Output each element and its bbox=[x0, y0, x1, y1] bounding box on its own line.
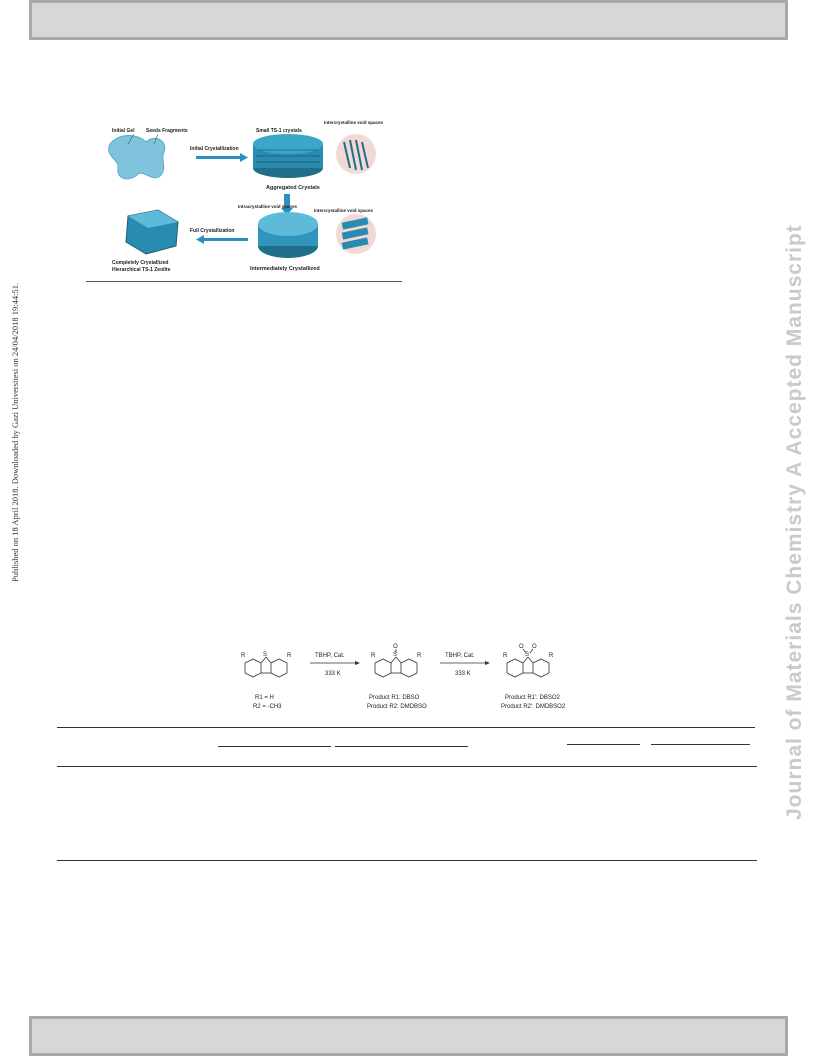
table-group-rule-2 bbox=[335, 746, 468, 747]
svg-text:R: R bbox=[503, 653, 508, 659]
svg-text:S: S bbox=[263, 652, 267, 658]
label-intercrystalline-mid: Intercrystalline void spaces bbox=[314, 208, 374, 213]
publication-stamp: Published on 18 April 2018. Downloaded b… bbox=[10, 282, 20, 582]
arrow2-label-bottom: 333 K bbox=[455, 671, 471, 677]
label-r1: R1 = H bbox=[255, 695, 274, 701]
table-group-rule-4 bbox=[651, 744, 750, 745]
arrow-initial bbox=[196, 153, 248, 162]
svg-text:O: O bbox=[532, 644, 537, 650]
label-completely-1: Completely Crystallized bbox=[112, 260, 168, 266]
crystallization-figure: Initial Gel Seeds Fragments Initial Crys… bbox=[98, 112, 408, 287]
svg-text:R: R bbox=[371, 653, 376, 659]
label-product-r1p: Product R1': DBSO2 bbox=[505, 695, 560, 701]
svg-text:S: S bbox=[393, 652, 397, 658]
table-group-rule-1 bbox=[218, 746, 331, 747]
dbso2-structure bbox=[506, 648, 550, 678]
label-completely-2: Hierarchical TS-1 Zeolite bbox=[112, 267, 171, 273]
label-intercrystalline-top: Intercrystalline void spaces bbox=[324, 120, 384, 125]
table-group-rule-3 bbox=[567, 744, 640, 745]
label-intracrystalline: Intracrystalline void spaces bbox=[238, 204, 298, 209]
label-product-r2: Product R2: DMDBSO bbox=[367, 704, 427, 710]
journal-watermark: Journal of Materials Chemistry A Accepte… bbox=[783, 224, 806, 820]
table-top-rule bbox=[57, 727, 755, 728]
svg-text:S: S bbox=[525, 652, 529, 658]
footer-bar bbox=[29, 1016, 788, 1056]
arrow1-label-bottom: 333 K bbox=[325, 671, 341, 677]
header-bar bbox=[29, 0, 788, 40]
label-intermediately: Intermediately Crystallized bbox=[250, 266, 320, 272]
reactant-structure bbox=[244, 656, 288, 678]
svg-text:R: R bbox=[287, 653, 292, 659]
arrow2-label-top: TBHP, Cat. bbox=[445, 653, 475, 659]
arrow-full bbox=[196, 235, 248, 244]
label-small-crystals: Small TS-1 crystals bbox=[256, 128, 302, 134]
svg-text:O: O bbox=[393, 644, 398, 650]
svg-text:R: R bbox=[417, 653, 422, 659]
figure-rule bbox=[86, 281, 402, 282]
label-r2: R2 = -CH3 bbox=[253, 704, 282, 710]
reaction-scheme: S R R R1 = H R2 = -CH3 TBHP, Cat. 333 K … bbox=[235, 641, 585, 721]
table-bottom-rule bbox=[57, 860, 757, 861]
table-header-rule bbox=[57, 766, 757, 767]
label-aggregated: Aggregated Crystals bbox=[266, 185, 320, 191]
label-product-r1: Product R1: DBSO bbox=[369, 695, 420, 701]
crystallization-diagram: Initial Gel Seeds Fragments Initial Crys… bbox=[108, 120, 384, 273]
label-product-r2p: Product R2': DMDBSO2 bbox=[501, 704, 566, 710]
dbso-structure bbox=[374, 649, 418, 678]
label-full-crystallization: Full Crystallization bbox=[190, 228, 234, 234]
label-initial-crystallization: Initial Crystallization bbox=[190, 146, 239, 152]
svg-text:R: R bbox=[241, 653, 246, 659]
initial-gel-blob bbox=[108, 135, 166, 180]
svg-text:O: O bbox=[519, 644, 524, 650]
reaction-scheme-drawing: S R R R1 = H R2 = -CH3 TBHP, Cat. 333 K … bbox=[241, 644, 566, 710]
label-initial-gel: Initial Gel bbox=[112, 128, 135, 134]
label-seeds-fragments: Seeds Fragments bbox=[146, 128, 188, 134]
svg-text:R: R bbox=[549, 653, 554, 659]
arrow-down bbox=[281, 194, 293, 215]
arrow1-label-top: TBHP, Cat. bbox=[315, 653, 345, 659]
